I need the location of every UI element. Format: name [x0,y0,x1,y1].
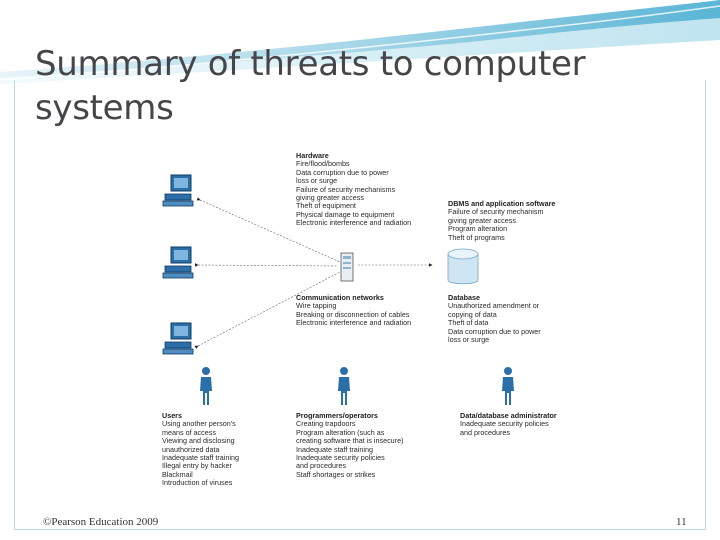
communication-line: Breaking or disconnection of cables [296,309,410,319]
programmers-line: Inadequate security policies [296,453,385,463]
user-person-icon [200,367,212,405]
hardware-line: Physical damage to equipment [296,209,395,219]
users-line: Introduction of viruses [162,478,233,488]
computer-icon [162,246,194,279]
connector-lines [194,197,433,349]
hardware-line: giving greater access [296,193,364,203]
dbms-block: DBMS and application software Failure of… [448,199,556,242]
database-block: Database Unauthorized amendment or copyi… [448,293,541,345]
communication-heading: Communication networks [296,293,384,302]
programmers-line: Inadequate staff training [296,444,373,454]
dba-heading: Data/database administrator [460,411,557,420]
slide-frame [14,80,706,530]
server-icon [340,252,354,282]
header-swoosh [0,0,720,84]
hardware-line: Electronic interference and radiation [296,218,412,228]
dbms-line: Failure of security mechanism [448,207,544,217]
users-line: Viewing and disclosing [162,436,235,446]
slide-title: Summary of threats to computer systems [35,44,586,128]
hardware-block: Hardware Fire/flood/bombs Data corruptio… [296,151,412,228]
database-icon [447,248,479,285]
database-heading: Database [448,293,480,302]
computer-icon [162,322,194,355]
programmers-heading: Programmers/operators [296,411,378,420]
computer-icon [162,174,194,207]
programmers-line: Staff shortages or strikes [296,469,376,479]
database-line: Theft of data [448,318,489,328]
hardware-heading: Hardware [296,151,329,160]
database-line: copying of data [448,309,497,319]
database-line: Data corruption due to power [448,326,541,336]
dba-line: Inadequate security policies [460,419,549,429]
users-line: unauthorized data [162,444,220,454]
programmers-line: creating software that is insecure) [296,436,404,446]
database-line: Unauthorized amendment or [448,301,540,311]
users-line: Illegal entry by hacker [162,461,232,471]
communication-line: Wire tapping [296,301,337,311]
database-line: loss or surge [448,335,490,345]
dba-line: and procedures [460,427,510,437]
page-number: 11 [676,516,687,528]
users-block: Users Using another person's means of ac… [162,411,239,488]
hardware-line: Failure of security mechanisms [296,184,396,194]
programmers-block: Programmers/operators Creating trapdoors… [296,411,404,479]
users-line: means of access [162,427,216,437]
programmers-line: and procedures [296,461,346,471]
programmers-line: Creating trapdoors [296,419,356,429]
dba-person-icon [502,367,514,405]
users-line: Inadequate staff training [162,453,239,463]
dbms-line: Theft of programs [448,232,505,242]
hardware-line: Data corruption due to power [296,167,389,177]
users-heading: Users [162,411,182,420]
users-line: Using another person's [162,419,236,429]
dbms-heading: DBMS and application software [448,199,556,208]
programmers-line: Program alteration (such as [296,427,385,437]
programmer-person-icon [338,367,350,405]
hardware-line: Fire/flood/bombs [296,159,350,169]
users-line: Blackmail [162,469,193,479]
threats-diagram: Hardware Fire/flood/bombs Data corruptio… [160,150,560,500]
dbms-line: Program alteration [448,224,508,234]
communication-line: Electronic interference and radiation [296,318,412,328]
communication-block: Communication networks Wire tapping Brea… [296,293,412,328]
hardware-line: Theft of equipment [296,201,356,211]
dba-block: Data/database administrator Inadequate s… [460,411,557,437]
dbms-line: giving greater access [448,215,516,225]
hardware-line: loss or surge [296,176,338,186]
footer-copyright: ©Pearson Education 2009 [43,516,159,528]
